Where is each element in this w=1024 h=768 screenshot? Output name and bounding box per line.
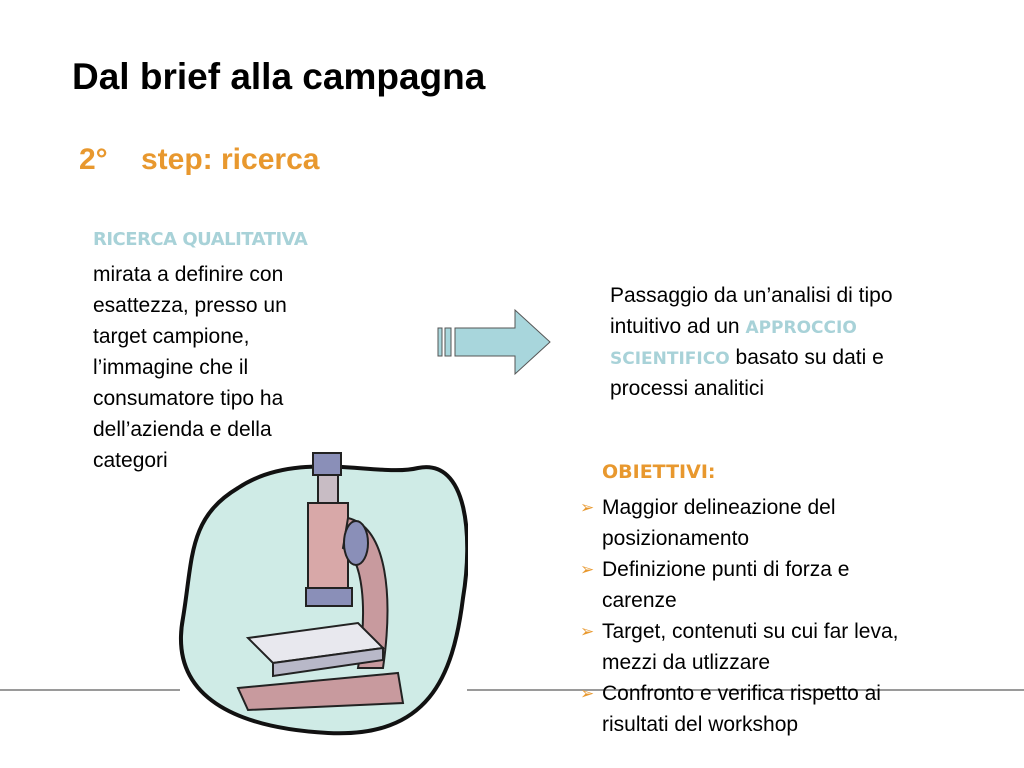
item-text: carenze bbox=[602, 589, 677, 612]
text-line: consumatore tipo ha bbox=[93, 387, 284, 410]
item-text: mezzi da utlizzare bbox=[602, 651, 771, 674]
text-line: processi analitici bbox=[610, 377, 765, 400]
qualitative-description: mirata a definire con esattezza, presso … bbox=[93, 259, 287, 476]
text-line: esattezza, presso un bbox=[93, 294, 287, 317]
item-text: Target, contenuti su cui far leva, bbox=[602, 620, 899, 643]
highlight-text: APPROCCIO bbox=[745, 318, 857, 338]
item-text: risultati del workshop bbox=[602, 713, 799, 736]
step-number: 2° bbox=[79, 143, 108, 176]
text-line: dell’azienda e della bbox=[93, 418, 272, 441]
approach-description: Passaggio da un’analisi di tipo intuitiv… bbox=[610, 280, 893, 404]
text: intuitivo ad un bbox=[610, 315, 746, 338]
objectives-heading: OBIETTIVI: bbox=[602, 461, 716, 483]
text-line: target campione, bbox=[93, 325, 250, 348]
highlight-text: SCIENTIFICO bbox=[610, 349, 730, 369]
text-line: l’immagine che il bbox=[93, 356, 249, 379]
arrow-bullet-icon: ➢ bbox=[580, 684, 595, 703]
slide-title: Dal brief alla campagna bbox=[72, 56, 486, 97]
list-item: ➢ Maggior delineazione del posizionamento bbox=[580, 492, 899, 554]
list-item: ➢ Confronto e verifica rispetto ai risulta… bbox=[580, 678, 899, 740]
qualitative-heading: RICERCA QUALITATIVA bbox=[93, 229, 308, 250]
text-line: Passaggio da un’analisi di tipo bbox=[610, 284, 893, 307]
text-line: intuitivo ad un APPROCCIO bbox=[610, 311, 893, 342]
arrow-bullet-icon: ➢ bbox=[580, 498, 595, 517]
divider-right bbox=[467, 689, 1024, 691]
text-line: SCIENTIFICO basato su dati e bbox=[610, 342, 893, 373]
item-text: posizionamento bbox=[602, 527, 750, 550]
list-item: ➢ Definizione punti di forza e carenze bbox=[580, 554, 899, 616]
microscope-illustration bbox=[179, 452, 468, 736]
text-line: categori bbox=[93, 449, 168, 472]
item-text: Definizione punti di forza e bbox=[602, 558, 850, 581]
step-heading: 2° step: ricerca bbox=[79, 143, 319, 177]
arrow-bullet-icon: ➢ bbox=[580, 560, 595, 579]
arrow-bullet-icon: ➢ bbox=[580, 622, 595, 641]
divider-left bbox=[0, 689, 180, 691]
text-line: mirata a definire con bbox=[93, 263, 284, 286]
text: basato su dati e bbox=[729, 346, 884, 369]
item-text: Maggior delineazione del bbox=[602, 496, 836, 519]
item-text: Confronto e verifica rispetto ai bbox=[602, 682, 881, 705]
list-item: ➢ Target, contenuti su cui far leva, mezzi… bbox=[580, 616, 899, 678]
right-arrow-icon bbox=[437, 308, 551, 376]
step-label: step: ricerca bbox=[141, 143, 320, 176]
